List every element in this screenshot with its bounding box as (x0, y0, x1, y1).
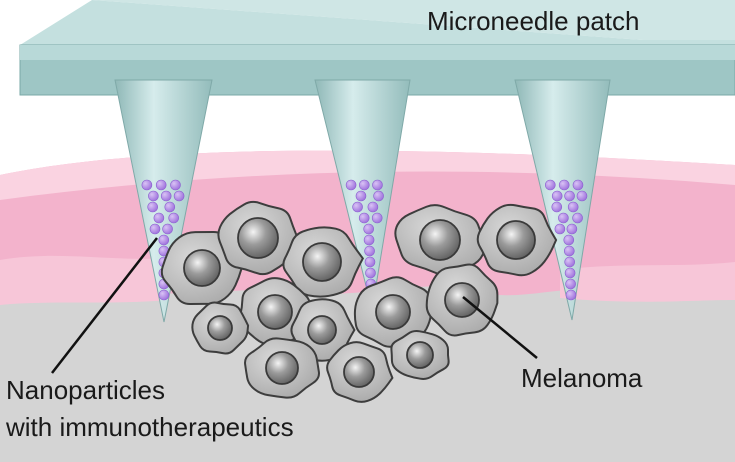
nanoparticle (158, 289, 170, 301)
nanoparticle (363, 223, 375, 235)
patch-front-face (20, 45, 735, 60)
nanoparticle (364, 245, 375, 257)
nanoparticle (565, 278, 576, 290)
nanoparticle (551, 201, 563, 213)
melanoma-cell (476, 203, 558, 277)
nanoparticle (149, 223, 161, 235)
cell-nucleus (237, 217, 279, 259)
melanoma-cell (425, 263, 499, 337)
cell-nucleus (307, 315, 337, 345)
cell-nucleus (343, 356, 375, 388)
nanoparticle (364, 256, 376, 268)
melanoma-cell (353, 276, 433, 348)
nanoparticle (565, 289, 577, 301)
patch-label: Microneedle patch (427, 6, 639, 36)
nanoparticle (148, 190, 159, 202)
nanoparticle (358, 179, 370, 191)
microneedle-right (514, 79, 611, 321)
cell-nucleus (375, 294, 411, 330)
cell-nucleus (183, 249, 221, 287)
nanoparticle (160, 190, 172, 202)
melanoma-cell (282, 226, 365, 298)
nanoparticles-label-line1: Nanoparticles (6, 375, 165, 405)
melanoma-cell (217, 200, 301, 276)
nanoparticle (372, 179, 383, 191)
nanoparticle (365, 267, 376, 279)
nanoparticle (355, 190, 367, 202)
nanoparticle (544, 179, 556, 191)
nanoparticle (358, 212, 370, 224)
nanoparticle-leader-line (51, 237, 158, 374)
cell-nucleus (496, 220, 536, 260)
melanoma-cell (394, 204, 487, 276)
nanoparticle (558, 179, 570, 191)
nanoparticle (563, 234, 575, 246)
melanoma-cell (390, 330, 450, 380)
cell-nucleus (444, 282, 480, 318)
nanoparticle (164, 201, 176, 213)
nanoparticles-label-line2: with immunotherapeutics (5, 412, 294, 442)
melanoma-leader-line (462, 296, 538, 359)
melanoma-label: Melanoma (521, 363, 643, 393)
melanoma-cell (244, 337, 320, 399)
nanoparticle (153, 212, 165, 224)
nanoparticle (367, 201, 379, 213)
microneedle-left (114, 79, 213, 323)
nanoparticle (558, 212, 569, 224)
nanoparticle (352, 201, 363, 213)
nanoparticle (141, 179, 153, 191)
cell-nucleus (257, 294, 293, 330)
melanoma-cell (191, 301, 250, 355)
nanoparticle (564, 267, 576, 279)
cell-nucleus (302, 242, 342, 282)
nanoparticle (373, 190, 384, 202)
nanoparticle (551, 190, 563, 202)
melanoma-cells (160, 200, 558, 403)
nanoparticle (563, 245, 575, 257)
nanoparticle (371, 212, 383, 224)
nanoparticles (141, 179, 588, 301)
melanoma-cell (326, 341, 394, 403)
nanoparticle (564, 256, 576, 268)
nanoparticle (147, 201, 158, 213)
nanoparticle (345, 179, 357, 191)
nanoparticle (158, 234, 170, 246)
nanoparticle (572, 179, 584, 191)
nanoparticle (564, 190, 575, 202)
nanoparticle (554, 223, 566, 235)
cell-nucleus (265, 351, 299, 385)
patch-top-face (92, 0, 735, 40)
nanoparticle (576, 190, 588, 202)
nanoparticle (168, 212, 179, 224)
nanoparticle (155, 179, 167, 191)
skin-lower-pink (0, 255, 170, 305)
nanoparticle (572, 212, 583, 224)
patch-slanted-face (20, 0, 735, 45)
nanoparticle (567, 201, 579, 213)
nanoparticle (566, 223, 578, 235)
nanoparticle (173, 190, 185, 202)
cell-nucleus (207, 315, 233, 341)
skin-lower-pink-right (560, 262, 735, 302)
cell-nucleus (419, 219, 461, 261)
nanoparticle (170, 179, 181, 191)
cell-nucleus (406, 341, 434, 369)
nanoparticle (363, 234, 375, 246)
nanoparticle (162, 223, 173, 235)
